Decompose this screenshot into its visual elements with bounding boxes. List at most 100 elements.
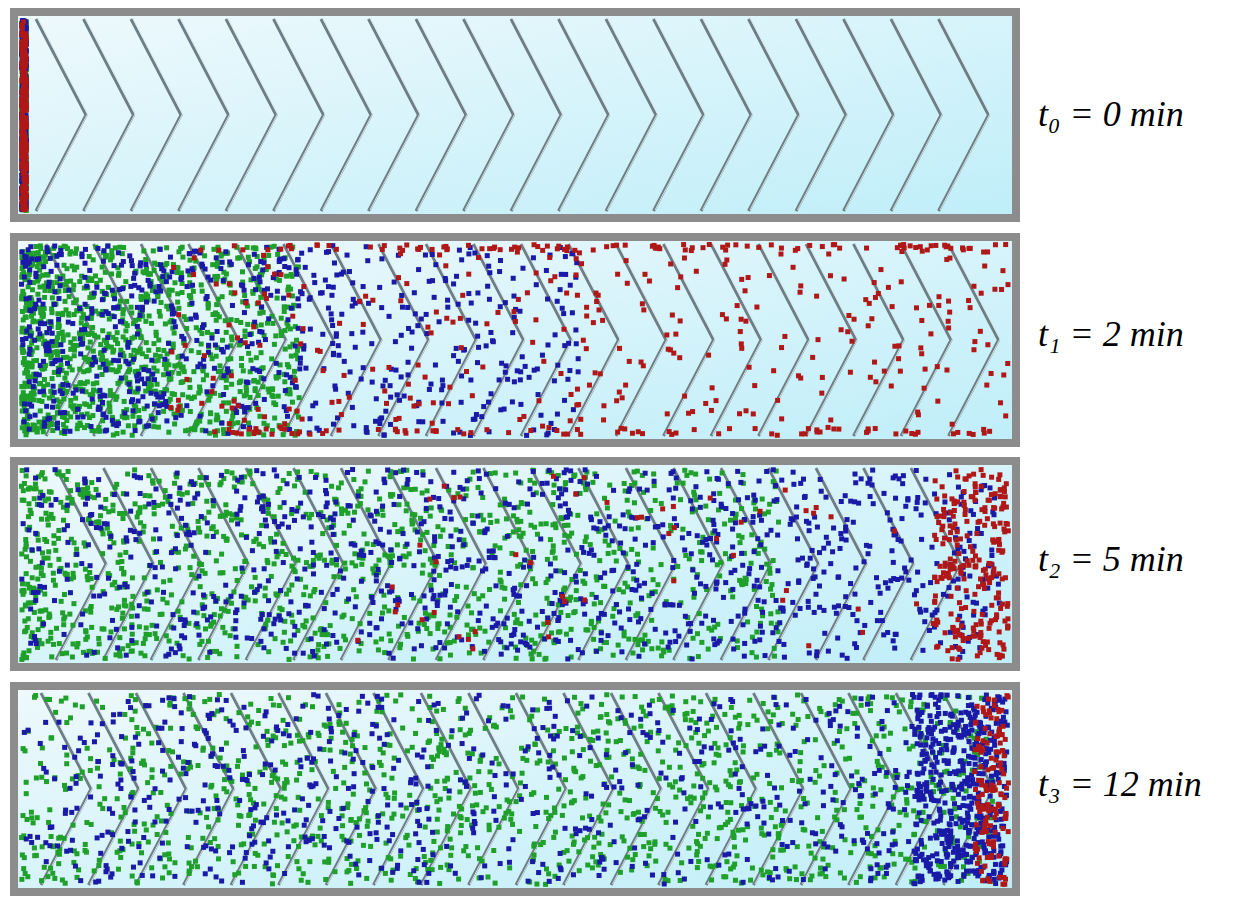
particle: [20, 394, 25, 399]
particle: [122, 399, 127, 404]
particle: [286, 364, 291, 369]
particle: [147, 313, 152, 318]
particle: [68, 398, 73, 403]
particle: [19, 97, 24, 102]
particle: [110, 255, 115, 260]
particle: [255, 264, 260, 269]
particle: [22, 171, 27, 176]
particle: [110, 367, 115, 372]
particle: [168, 397, 173, 402]
particle: [87, 368, 92, 373]
particle: [276, 394, 281, 399]
particle: [118, 348, 123, 353]
particle: [23, 52, 28, 57]
particle: [21, 317, 26, 322]
particle: [189, 348, 194, 353]
particle: [113, 245, 118, 250]
particle: [42, 377, 47, 382]
particle: [100, 328, 105, 333]
particle: [256, 380, 261, 385]
particle: [265, 321, 270, 326]
particle: [130, 414, 135, 419]
particle: [289, 354, 294, 359]
particle: [224, 409, 229, 414]
particle: [20, 76, 25, 81]
particle: [114, 337, 119, 342]
particle: [239, 356, 244, 361]
particle: [144, 354, 149, 359]
particle: [88, 340, 93, 345]
particle: [38, 310, 43, 315]
particle: [113, 397, 118, 402]
particle: [62, 376, 67, 381]
particle: [193, 423, 198, 428]
particle: [107, 401, 112, 406]
particle: [167, 292, 172, 297]
particle: [272, 342, 277, 347]
particle: [64, 371, 69, 376]
particle: [78, 380, 83, 385]
particle: [164, 304, 169, 309]
particle: [54, 339, 59, 344]
particle: [152, 261, 157, 266]
particle: [269, 393, 274, 398]
particle: [72, 348, 77, 353]
particle: [50, 295, 55, 300]
particle: [109, 271, 114, 276]
particle: [40, 399, 45, 404]
particle: [241, 368, 246, 373]
particle: [82, 425, 87, 430]
particle: [151, 248, 156, 253]
particle: [110, 392, 115, 397]
particle: [175, 300, 180, 305]
particle: [246, 255, 251, 260]
particle: [238, 389, 243, 394]
particle: [245, 322, 250, 327]
particle: [196, 390, 201, 395]
particle: [180, 392, 185, 397]
particle: [182, 369, 187, 374]
particle: [87, 254, 92, 259]
particle: [199, 342, 204, 347]
particle: [189, 396, 194, 401]
particle: [191, 369, 196, 374]
particle: [143, 319, 148, 324]
particle: [103, 270, 108, 275]
particle: [171, 342, 176, 347]
particle: [55, 404, 60, 409]
particle: [56, 331, 61, 336]
particle: [191, 289, 196, 294]
particle: [143, 257, 148, 262]
particle: [110, 350, 115, 355]
particle: [104, 340, 109, 345]
particle: [85, 345, 90, 350]
particle: [270, 321, 275, 326]
particle: [32, 423, 37, 428]
particle: [23, 42, 28, 47]
particle: [248, 358, 253, 363]
particle: [272, 416, 277, 421]
particle: [123, 279, 128, 284]
particle: [287, 344, 292, 349]
particle: [156, 338, 161, 343]
particle: [144, 340, 149, 345]
particle: [87, 295, 92, 300]
particle: [54, 349, 59, 354]
particle: [72, 353, 77, 358]
particle: [91, 349, 96, 354]
particle: [74, 297, 79, 302]
particle: [91, 381, 96, 386]
particle: [21, 144, 26, 149]
particle: [229, 335, 234, 340]
particle: [162, 362, 167, 367]
particle: [107, 409, 112, 414]
particle: [50, 428, 55, 433]
particle: [47, 288, 52, 293]
particle: [62, 244, 67, 249]
particle: [224, 330, 229, 335]
particle: [72, 267, 77, 272]
particle: [179, 380, 184, 385]
particle: [226, 400, 231, 405]
particle: [149, 321, 154, 326]
particle: [129, 305, 134, 310]
